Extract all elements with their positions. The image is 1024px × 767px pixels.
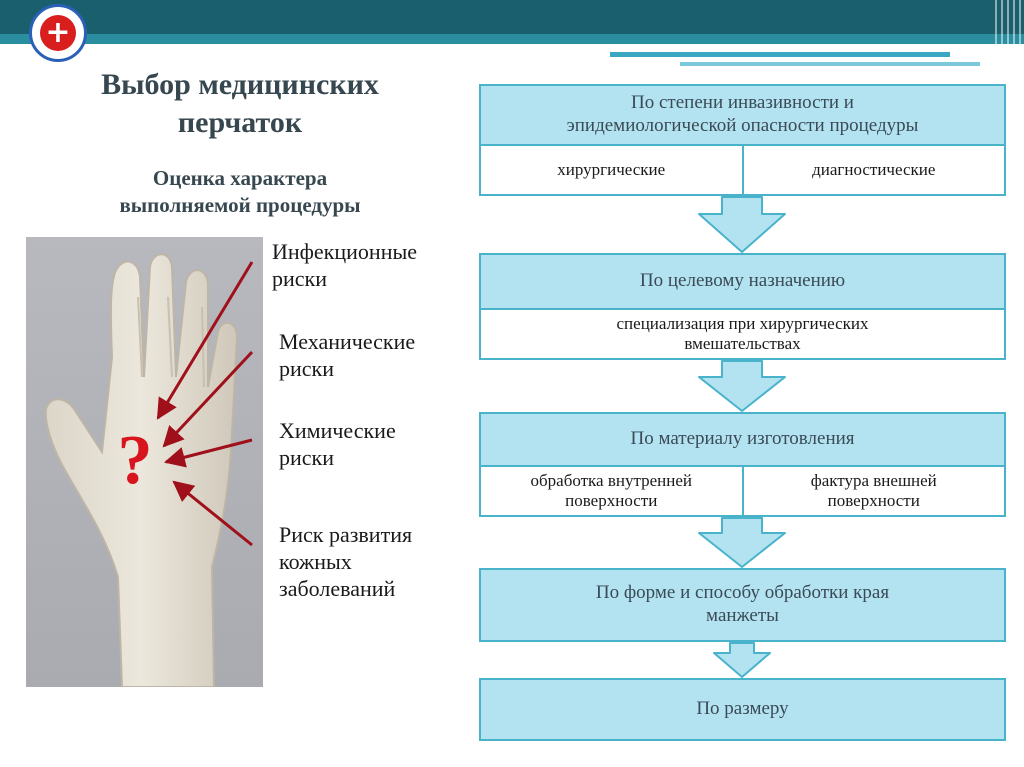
step-option: фактура внешней поверхности	[741, 467, 1005, 515]
glove-illustration: ?	[44, 253, 239, 687]
red-cross-emblem-icon: +	[29, 4, 87, 62]
glove-photo: ?	[26, 237, 263, 687]
step-heading: По степени инвазивности и эпидемиологиче…	[481, 86, 1004, 146]
step-option: специализация при хирургических вмешател…	[616, 314, 869, 353]
step-heading: По форме и способу обработки края манжет…	[481, 570, 1004, 640]
flow-arrow-down	[698, 360, 786, 412]
step-cuff-edge: По форме и способу обработки края манжет…	[479, 568, 1006, 642]
risk-skin-disease: Риск развития кожных заболеваний	[279, 522, 413, 601]
header-accent-line	[610, 52, 950, 57]
question-mark-icon: ?	[118, 422, 153, 499]
flow-arrow-down	[713, 642, 771, 678]
header-stripe	[0, 34, 1024, 44]
risk-chemical: Химические риски	[279, 418, 396, 470]
step-option: хирургические	[557, 160, 666, 180]
step-option: обработка внутренней поверхности	[530, 471, 693, 510]
step-heading: По материалу изготовления	[481, 414, 1004, 467]
header-band	[0, 0, 1024, 34]
header-lines	[995, 0, 1024, 44]
step-material: По материалу изготовления обработка внут…	[479, 412, 1006, 517]
step-purpose: По целевому назначению специализация при…	[479, 253, 1006, 360]
flow-arrow-down	[698, 196, 786, 253]
slide-subtitle: Оценка характера выполняемой процедуры	[119, 166, 361, 218]
flow-arrow-down	[698, 517, 786, 568]
step-size: По размеру	[479, 678, 1006, 741]
risk-mechanical: Механические риски	[279, 329, 416, 381]
step-invasiveness: По степени инвазивности и эпидемиологиче…	[479, 84, 1006, 196]
step-heading: По размеру	[481, 680, 1004, 739]
header-accent-line	[680, 62, 980, 66]
step-heading: По целевому назначению	[481, 255, 1004, 310]
step-option: диагностические	[741, 146, 1005, 194]
slide-title: Выбор медицинских перчаток	[101, 68, 379, 140]
risk-infection: Инфекционные риски	[272, 239, 418, 291]
